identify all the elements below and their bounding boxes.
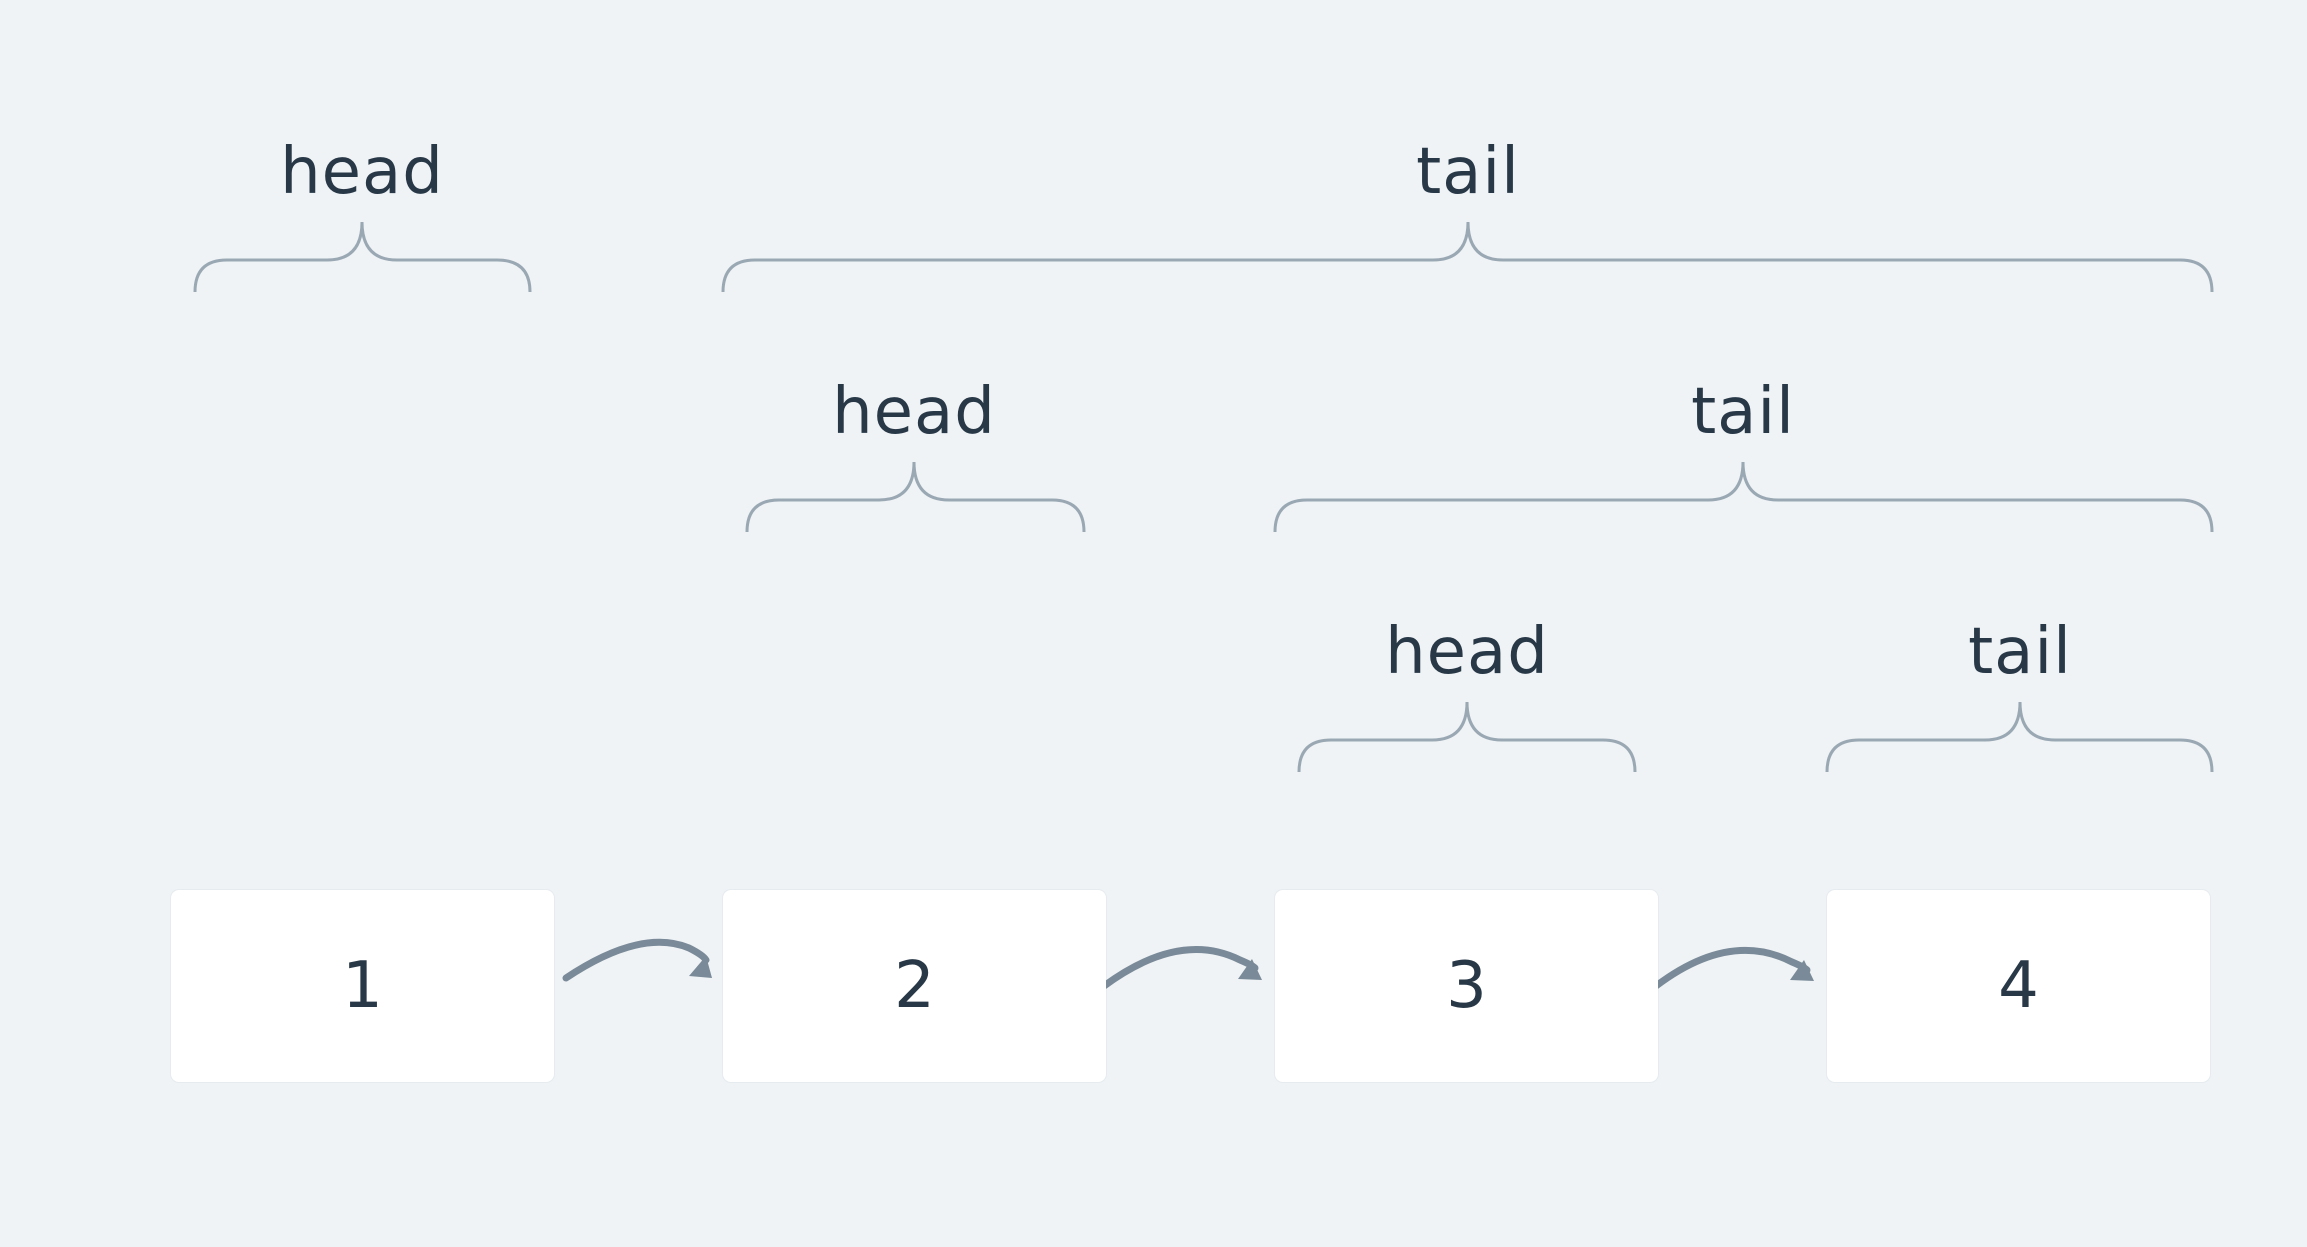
list-node-3: 3 [1275, 890, 1658, 1082]
level2-head-label: head [832, 375, 996, 449]
level3-tail-brace [1825, 701, 2214, 773]
node-value: 2 [894, 949, 935, 1023]
node-value: 3 [1446, 949, 1487, 1023]
level1-head-brace [193, 221, 532, 293]
node-value: 4 [1998, 949, 2039, 1023]
node-value: 1 [342, 949, 383, 1023]
arrow-3-to-4 [1652, 946, 1814, 990]
arrow-1-to-2 [562, 938, 712, 982]
level3-tail-label: tail [1968, 615, 2072, 689]
list-node-1: 1 [171, 890, 554, 1082]
level1-tail-label: tail [1416, 135, 1520, 209]
level2-tail-brace [1273, 461, 2214, 533]
level1-head-label: head [280, 135, 444, 209]
list-node-2: 2 [723, 890, 1106, 1082]
arrow-2-to-3 [1100, 946, 1262, 990]
level3-head-brace [1297, 701, 1637, 773]
level2-head-brace [745, 461, 1086, 533]
list-node-4: 4 [1827, 890, 2210, 1082]
level1-tail-brace [721, 221, 2214, 293]
level3-head-label: head [1385, 615, 1549, 689]
level2-tail-label: tail [1691, 375, 1795, 449]
